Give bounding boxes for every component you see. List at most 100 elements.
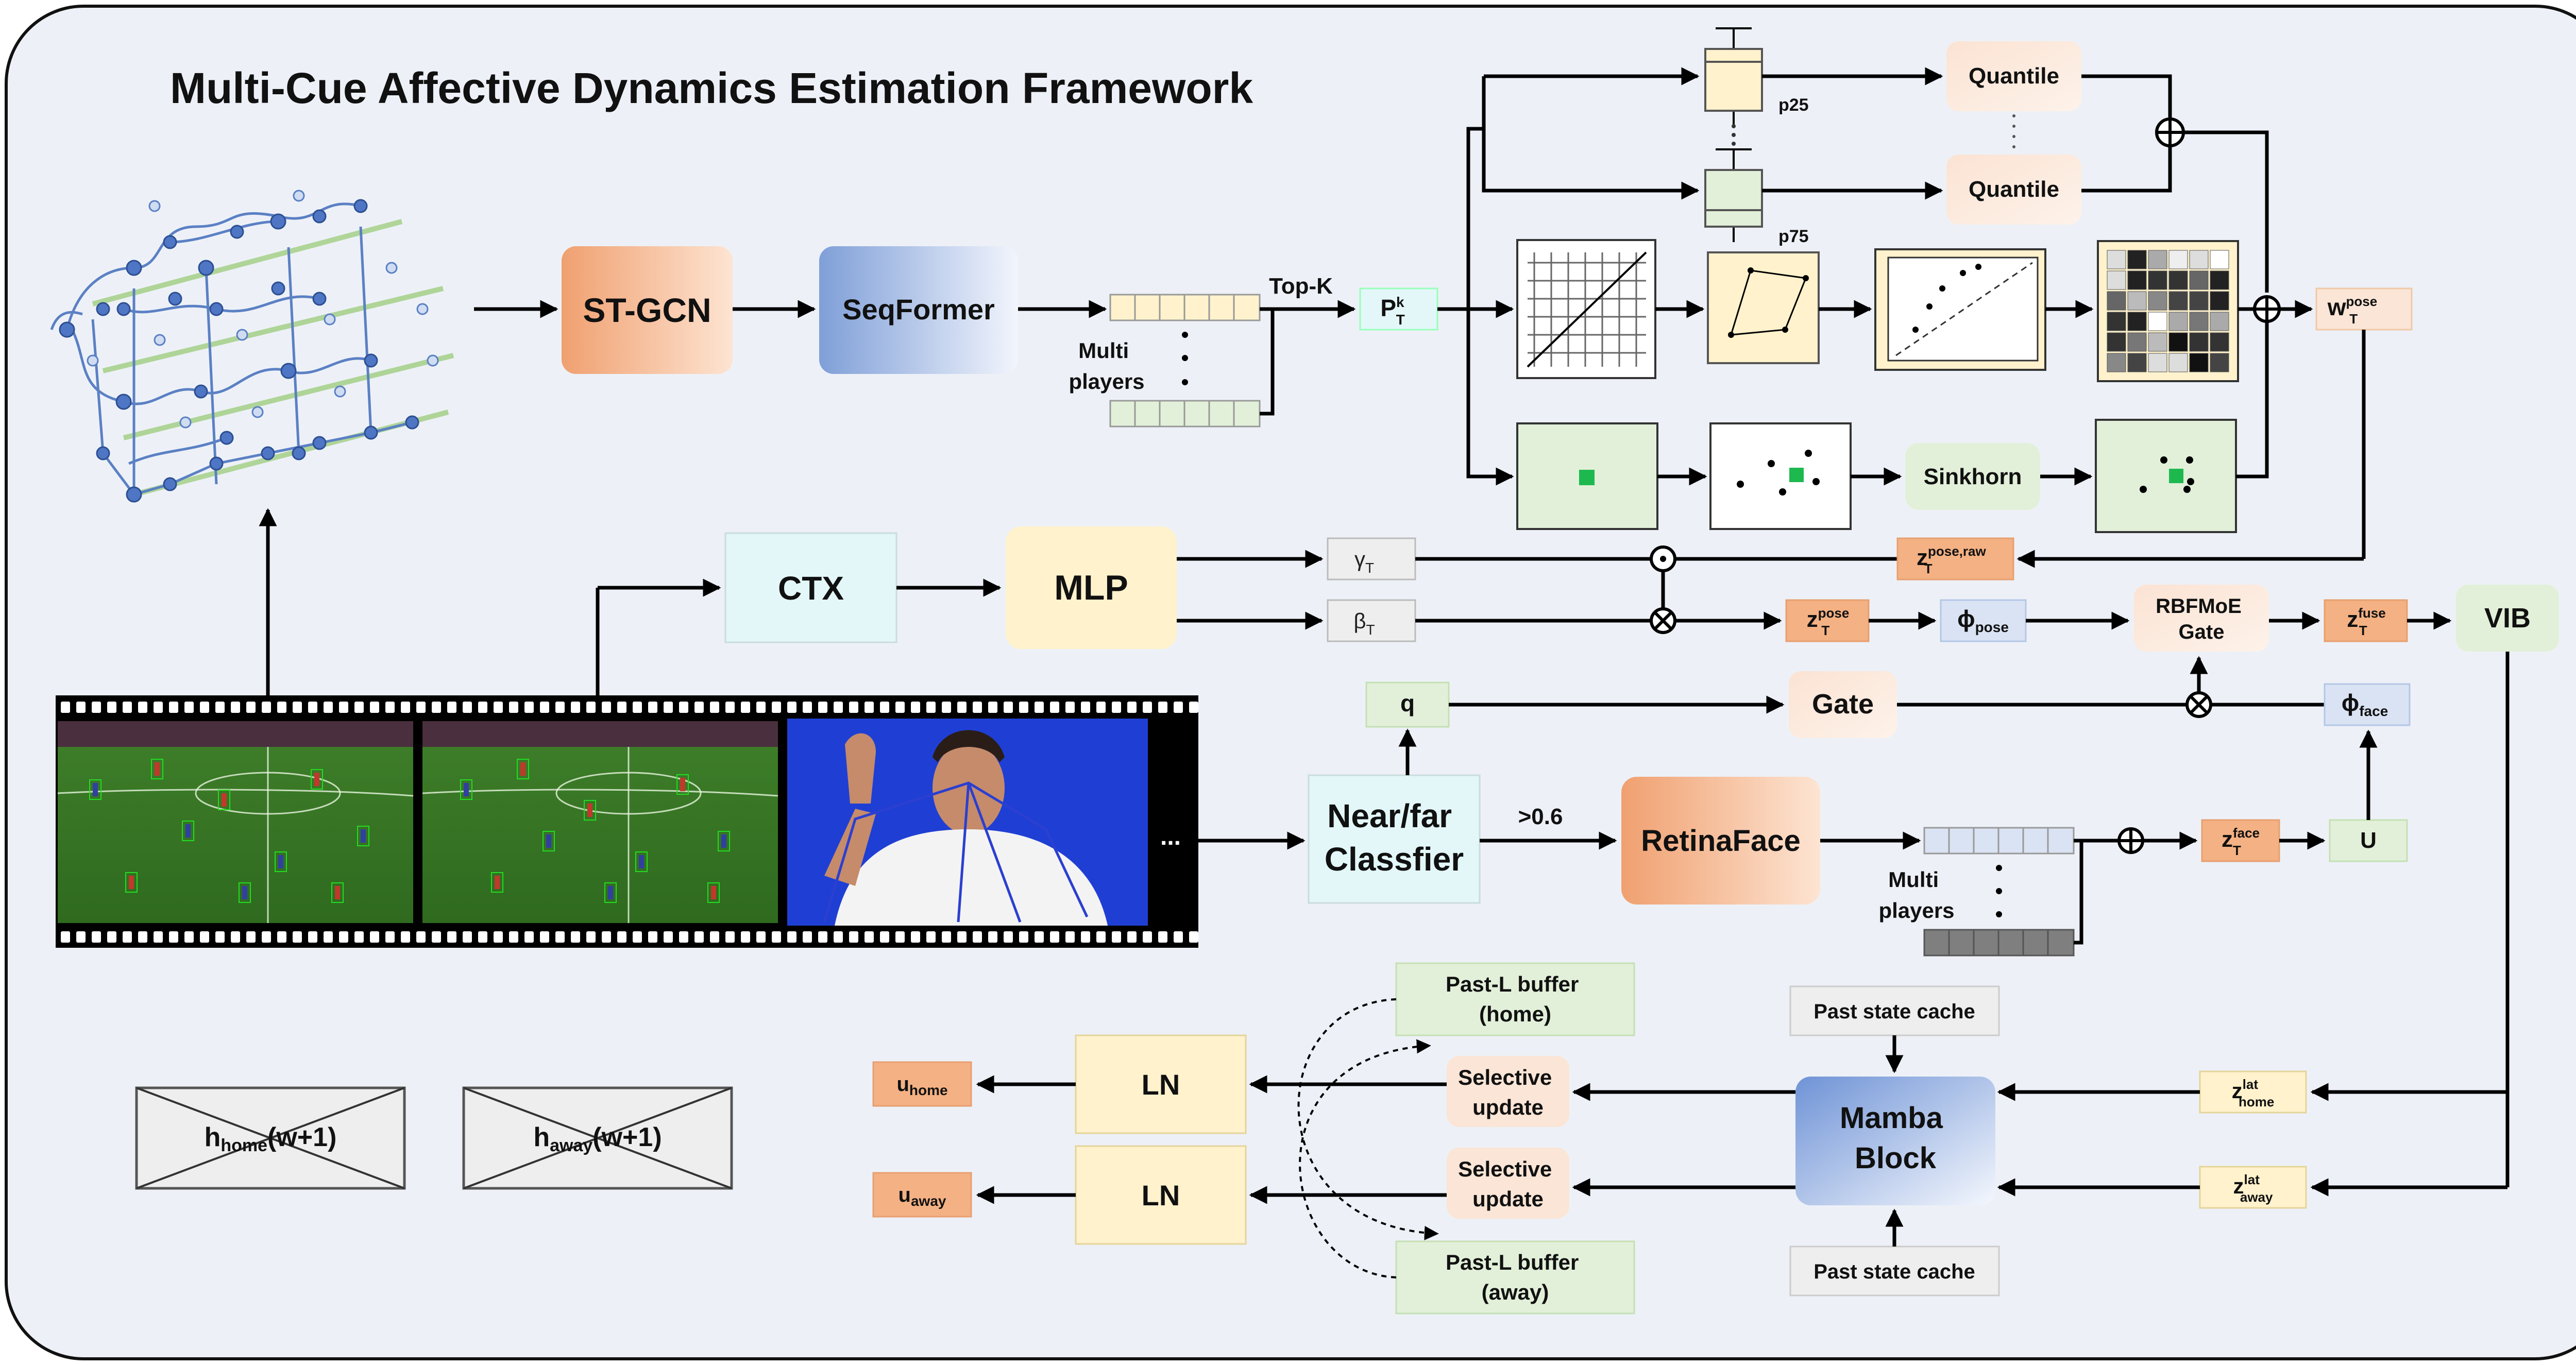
rbfmoe-gate-label: RBFMoE Gate [2156, 595, 2247, 643]
stgcn-label: ST-GCN [583, 291, 711, 329]
phipose-label: ϕpose [1957, 605, 2009, 635]
threshold-label: >0.6 [1518, 804, 1563, 829]
seqformer-label: SeqFormer [842, 293, 995, 326]
diagram-title: Multi-Cue Affective Dynamics Estimation … [170, 64, 1253, 112]
q-label: q [1400, 690, 1415, 716]
past-state-cache-bottom [1789, 1245, 2000, 1296]
phiface-label: ϕface [2342, 689, 2388, 719]
past-buffer-home [1395, 962, 1635, 1036]
green-anchor-panel [1516, 422, 1658, 530]
beta-label: βT [1353, 609, 1375, 638]
mamba-block-label: Mamba Block [1840, 1101, 1951, 1175]
p25-label: p25 [1778, 95, 1809, 115]
past-buffer-away [1395, 1240, 1635, 1315]
mamba-block [1795, 1077, 1995, 1205]
h-home-crossed-box [135, 1086, 406, 1190]
retinaface-block [1621, 777, 1820, 905]
seqformer-block [819, 246, 1018, 374]
vib-box [2456, 585, 2559, 652]
zpose-box [1785, 599, 1870, 642]
oplus-icon-quantiles [2155, 117, 2185, 147]
past-state-cache-top [1789, 985, 2000, 1036]
selective-update-home [1447, 1056, 1569, 1127]
ln-home-label: LN [1142, 1068, 1180, 1101]
nearfar-classifier-label: Near/far Classfier [1325, 797, 1464, 878]
oplus-icon-face [2117, 827, 2144, 854]
pose-multi-players-label: Multi players [1069, 338, 1144, 394]
topk-label: Top-K [1269, 274, 1333, 299]
past-state-cache-bottom-label: Past state cache [1814, 1260, 1975, 1283]
pose-token-bars [1109, 294, 1261, 428]
face-multi-players-label: Multi players [1878, 867, 1954, 923]
zlat-home-box [2199, 1070, 2307, 1114]
zface-box [2201, 819, 2280, 862]
face-token-bars [1923, 827, 2075, 957]
odot-icon [1650, 545, 1676, 572]
zraw-box [1896, 537, 2014, 581]
grid-plot-icon [1516, 239, 1656, 379]
quantile-box-1 [1946, 41, 2081, 111]
stgcn-block [562, 246, 733, 374]
u-home-box [872, 1061, 972, 1107]
skeleton-graph-illustration [50, 190, 454, 503]
past-state-cache-top-label: Past state cache [1814, 1000, 1975, 1023]
quantile-label-1: Quantile [1969, 63, 2059, 89]
ln-block-home [1075, 1034, 1247, 1134]
ln-block-away [1075, 1145, 1247, 1245]
otimes-icon-pose [1650, 607, 1676, 634]
mlp-block [1006, 526, 1177, 649]
oplus-icon-pose [2253, 295, 2281, 323]
h-away-crossed-box [462, 1086, 733, 1190]
wpose-box [2315, 287, 2413, 331]
h-home-label: hhome(w+1) [205, 1122, 337, 1155]
u-home-label: uhome [896, 1073, 947, 1098]
ellipsis-label: ... [1160, 823, 1181, 850]
quantile-box-2 [1946, 155, 2081, 225]
u-box [2329, 819, 2408, 862]
past-buffer-home-label: Past-L buffer (home) [1446, 972, 1585, 1026]
ctx-block [724, 532, 897, 643]
p75-boxplot-icon [1704, 148, 1763, 242]
sinkhorn-label: Sinkhorn [1924, 464, 2022, 489]
polygon-plot-icon [1707, 251, 1820, 364]
q-box [1365, 681, 1450, 728]
scatter-plot-icon [1874, 248, 2046, 371]
face-gate-box [1789, 671, 1897, 738]
h-away-label: haway(w+1) [533, 1122, 662, 1155]
face-gate-label: Gate [1812, 689, 1874, 720]
video-frames-strip [56, 695, 1198, 948]
u-away-box [872, 1172, 972, 1218]
sinkhorn-box [1905, 443, 2040, 510]
heatmap-icon [2097, 240, 2239, 382]
otimes-icon-face [2185, 691, 2212, 718]
p75-label: p75 [1778, 227, 1809, 246]
past-buffer-away-label: Past-L buffer (away) [1446, 1250, 1585, 1304]
sinkhorn-result-panel [2095, 419, 2237, 533]
p25-boxplot-icon [1704, 27, 1763, 126]
pk-box [1359, 287, 1438, 331]
retinaface-label: RetinaFace [1641, 824, 1800, 858]
ln-away-label: LN [1142, 1179, 1180, 1212]
u-label: U [2360, 828, 2377, 853]
mlp-label: MLP [1054, 568, 1128, 607]
selective-update-home-label: Selective update [1458, 1065, 1558, 1119]
zlat-away-box [2199, 1166, 2307, 1209]
phiface-box [2324, 683, 2411, 726]
rbfmoe-gate-box [2134, 585, 2269, 652]
scatter-players-panel [1709, 422, 1852, 530]
u-away-label: uaway [899, 1184, 946, 1209]
gamma-label: γT [1354, 547, 1374, 576]
quantile-label-2: Quantile [1969, 177, 2059, 202]
selective-update-away [1447, 1148, 1569, 1219]
gamma-box [1327, 537, 1416, 581]
vib-label: VIB [2484, 603, 2531, 634]
